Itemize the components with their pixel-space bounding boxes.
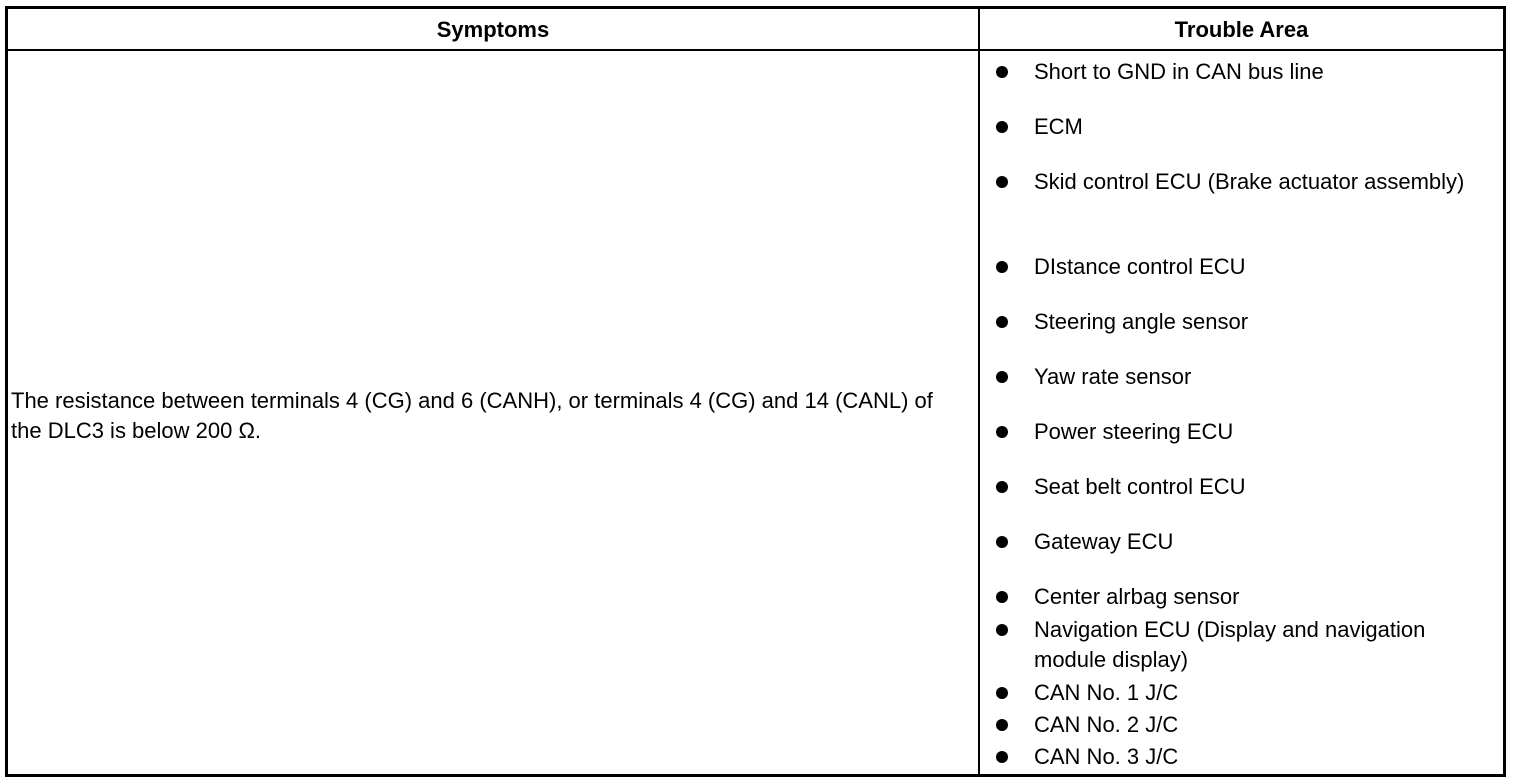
trouble-item-label: CAN No. 3 J/C xyxy=(1034,744,1179,769)
trouble-item: Seat belt control ECU xyxy=(996,472,1501,502)
trouble-item: Center alrbag sensor xyxy=(996,582,1501,612)
bullet-icon xyxy=(996,687,1008,699)
header-symptoms: Symptoms xyxy=(436,17,550,42)
bullet-icon xyxy=(996,66,1008,78)
trouble-item: DIstance control ECU xyxy=(996,252,1501,282)
trouble-item: ECM xyxy=(996,112,1501,142)
bullet-icon xyxy=(996,371,1008,383)
column-divider xyxy=(978,9,980,774)
trouble-item-label: Navigation ECU (Display and navigation m… xyxy=(1034,617,1426,672)
bullet-icon xyxy=(996,481,1008,493)
trouble-item: Yaw rate sensor xyxy=(996,362,1501,392)
trouble-item: Navigation ECU (Display and navigation m… xyxy=(996,615,1501,675)
trouble-item: CAN No. 1 J/C xyxy=(996,678,1501,708)
symptom-text: The resistance between terminals 4 (CG) … xyxy=(11,388,933,443)
bullet-icon xyxy=(996,261,1008,273)
trouble-item: Power steering ECU xyxy=(996,417,1501,447)
trouble-item-label: CAN No. 2 J/C xyxy=(1034,712,1179,737)
trouble-item-label: Gateway ECU xyxy=(1034,529,1174,554)
trouble-item: Steering angle sensor xyxy=(996,307,1501,337)
trouble-item-label: CAN No. 1 J/C xyxy=(1034,680,1179,705)
bullet-icon xyxy=(996,426,1008,438)
bullet-icon xyxy=(996,719,1008,731)
trouble-item-label: Center alrbag sensor xyxy=(1034,584,1240,609)
bullet-icon xyxy=(996,591,1008,603)
trouble-item: Skid control ECU (Brake actuator assembl… xyxy=(996,167,1501,197)
header-trouble-area: Trouble Area xyxy=(1174,17,1309,42)
bullet-icon xyxy=(996,316,1008,328)
trouble-item-label: ECM xyxy=(1034,114,1083,139)
bullet-icon xyxy=(996,176,1008,188)
bullet-icon xyxy=(996,536,1008,548)
trouble-item: Gateway ECU xyxy=(996,527,1501,557)
trouble-item: CAN No. 3 J/C xyxy=(996,742,1501,772)
trouble-item-label: Yaw rate sensor xyxy=(1034,364,1192,389)
bullet-icon xyxy=(996,121,1008,133)
bullet-icon xyxy=(996,751,1008,763)
trouble-item: CAN No. 2 J/C xyxy=(996,710,1501,740)
bullet-icon xyxy=(996,624,1008,636)
trouble-table: Symptoms Trouble Area The resistance bet… xyxy=(5,6,1506,777)
trouble-item-label: Steering angle sensor xyxy=(1034,309,1249,334)
trouble-item-label: Skid control ECU (Brake actuator assembl… xyxy=(1034,169,1465,194)
trouble-item-label: Power steering ECU xyxy=(1034,419,1234,444)
trouble-item-label: DIstance control ECU xyxy=(1034,254,1246,279)
trouble-item-label: Seat belt control ECU xyxy=(1034,474,1246,499)
trouble-item: Short to GND in CAN bus line xyxy=(996,57,1501,87)
trouble-item-label: Short to GND in CAN bus line xyxy=(1034,59,1324,84)
header-divider xyxy=(8,49,1503,51)
